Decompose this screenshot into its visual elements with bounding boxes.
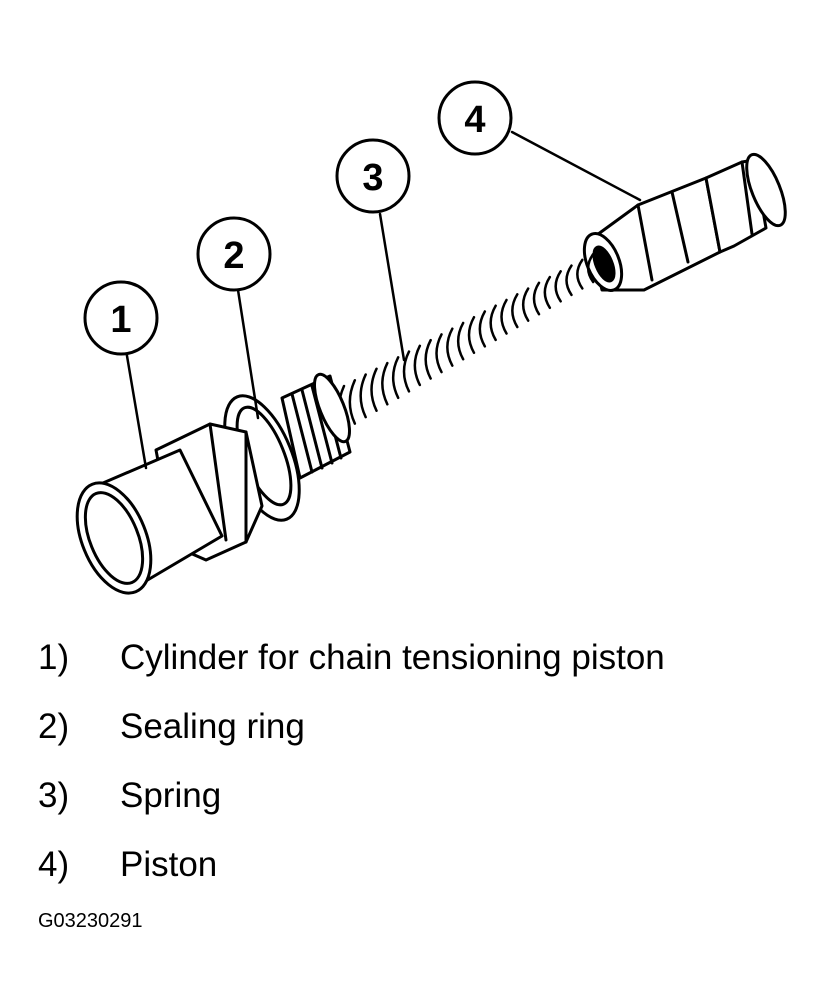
cylinder-thread xyxy=(280,372,352,480)
parts-legend: 1) Cylinder for chain tensioning piston … xyxy=(38,632,798,908)
callout-number-3: 3 xyxy=(362,157,383,199)
callout-number-1: 1 xyxy=(110,299,131,341)
legend-text: Sealing ring xyxy=(120,707,305,746)
figure-id: G03230291 xyxy=(38,910,143,932)
piston xyxy=(582,152,787,292)
sealing-ring xyxy=(223,394,301,522)
chain-tensioner-exploded-diagram: 1 2 3 4 xyxy=(75,80,787,595)
callout-circle-1 xyxy=(83,280,159,356)
legend-row: 4) Piston xyxy=(38,839,798,908)
legend-text: Spring xyxy=(120,776,222,815)
leader-line-3 xyxy=(378,212,406,362)
callout-circle-3 xyxy=(335,138,411,214)
cylinder xyxy=(75,422,264,595)
spring xyxy=(337,252,595,432)
callout-circle-4 xyxy=(437,80,513,156)
legend-row: 2) Sealing ring xyxy=(38,701,798,770)
callout-number-4: 4 xyxy=(464,99,485,141)
legend-number: 1) xyxy=(38,638,70,677)
leader-line-4 xyxy=(510,130,642,202)
legend-number: 3) xyxy=(38,776,70,815)
callout-number-2: 2 xyxy=(223,235,244,277)
legend-text: Cylinder for chain tensioning piston xyxy=(120,638,665,677)
leader-line-1 xyxy=(124,348,148,470)
callout-circle-2 xyxy=(196,216,272,292)
legend-number: 4) xyxy=(38,845,70,884)
leader-line-2 xyxy=(236,288,260,420)
legend-row: 3) Spring xyxy=(38,770,798,839)
legend-text: Piston xyxy=(120,845,218,884)
legend-row: 1) Cylinder for chain tensioning piston xyxy=(38,632,798,701)
legend-number: 2) xyxy=(38,707,70,746)
